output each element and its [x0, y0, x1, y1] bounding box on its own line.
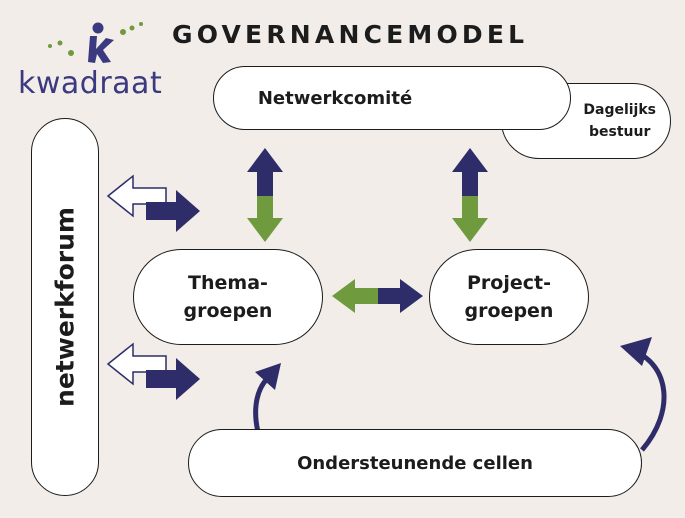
curve-stroke [634, 349, 667, 452]
arrow-left-outline [106, 174, 167, 218]
logo-dot [57, 40, 63, 46]
arrow-up-navy [247, 148, 283, 196]
node-label: Dagelijks bestuur [583, 102, 656, 140]
curve-stroke [253, 374, 272, 433]
arrow-right-navy [378, 279, 423, 313]
arrow-down-green [452, 196, 488, 242]
logo-k-icon [88, 36, 114, 63]
logo-dot [68, 50, 74, 56]
node-netwerkforum [31, 118, 99, 496]
page-title: GOVERNANCEMODEL [172, 20, 529, 49]
node-ondersteunende-cellen: Ondersteunende cellen [188, 429, 642, 497]
node-label: Netwerkcomité [257, 87, 413, 109]
double-arrow-right-vertical [452, 148, 488, 242]
arrow-left-green [332, 279, 378, 313]
logo-dot [139, 22, 143, 26]
logo-dot [120, 29, 126, 35]
node-label: Ondersteunende cellen [297, 452, 533, 474]
curved-arrow-left [253, 363, 281, 433]
node-themagroepen: Thema- groepen [133, 249, 323, 345]
logo-text: kwadraat [18, 66, 163, 101]
node-label: Project- groepen [464, 272, 554, 322]
double-arrow-horizontal [332, 279, 423, 313]
node-label-netwerkforum: netwerkforum [50, 207, 80, 407]
curve-head [255, 363, 281, 390]
double-arrow-left-vertical [247, 148, 283, 242]
curve-head [620, 337, 652, 366]
arrow-right-navy [146, 358, 200, 400]
forum-arrows-upper [106, 174, 200, 232]
curved-arrow-right [620, 337, 667, 452]
forum-arrows-lower [106, 342, 200, 400]
logo-mark [48, 22, 143, 63]
arrow-up-navy [452, 148, 488, 196]
logo-dot [48, 44, 52, 48]
node-netwerkcomite: Netwerkcomité [213, 66, 571, 130]
logo-head [92, 22, 104, 34]
node-label: Thema- groepen [183, 272, 273, 322]
arrow-right-navy [146, 190, 200, 232]
arrow-down-green [247, 196, 283, 242]
arrow-left-outline [106, 342, 167, 386]
logo-dot [129, 25, 135, 31]
node-projectgroepen: Project- groepen [429, 249, 589, 345]
